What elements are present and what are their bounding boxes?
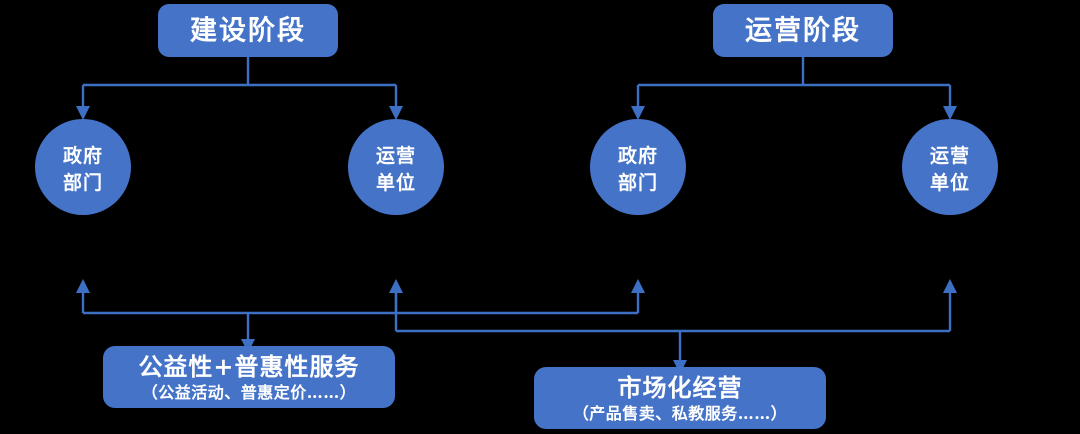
- outcome-box-public-welfare-shape: [103, 346, 395, 408]
- arrowhead-public-welfare-to-operation-government: [631, 279, 645, 293]
- outcome-box-market-operation-shape: [534, 367, 826, 429]
- connector-construction-split: [76, 57, 403, 120]
- phase-box-operation-label: 运营阶段: [745, 16, 861, 47]
- actor-operation-operator-shape: [902, 119, 998, 215]
- actor-construction-operator[interactable]: 运营 单位: [348, 119, 444, 215]
- phase-box-construction[interactable]: 建设阶段: [158, 4, 338, 57]
- arrowhead-public-welfare-to-construction-operator: [389, 279, 403, 293]
- connector-operation-split-line: [636, 57, 952, 108]
- actor-construction-government-shape: [35, 119, 131, 215]
- actor-operation-government-label-line1: 政府: [618, 144, 658, 167]
- actor-operation-government-label-line2: 部门: [618, 171, 658, 194]
- arrowhead-to-operation-operator: [943, 106, 957, 120]
- phase-box-operation-shape: [713, 4, 893, 57]
- actor-operation-government-shape: [590, 119, 686, 215]
- actor-construction-operator-label-line2: 单位: [376, 171, 416, 194]
- phase-group-construction: 建设阶段 政府 部门 运营 单位: [35, 4, 444, 215]
- actor-operation-operator-label-line1: 运营: [930, 144, 970, 167]
- actor-construction-government-label-line1: 政府: [63, 144, 103, 167]
- outcome-box-market-operation-title: 市场化经营: [618, 373, 743, 402]
- outcome-box-public-welfare-subtitle: （公益活动、普惠定价……）: [142, 383, 357, 402]
- connector-market-operation-bus: [394, 279, 957, 374]
- phase-group-operation: 运营阶段 政府 部门 运营 单位: [590, 4, 998, 215]
- outcome-box-market-operation[interactable]: 市场化经营 （产品售卖、私教服务……）: [534, 367, 826, 429]
- actor-construction-operator-label-line1: 运营: [376, 144, 416, 167]
- arrowhead-to-operation-government: [631, 106, 645, 120]
- arrowhead-to-construction-government: [76, 106, 90, 120]
- actor-operation-government[interactable]: 政府 部门: [590, 119, 686, 215]
- connector-public-welfare-bus-line: [81, 291, 640, 341]
- outcome-box-public-welfare-title: 公益性+普惠性服务: [138, 352, 359, 381]
- actor-operation-operator-label-line2: 单位: [930, 171, 970, 194]
- actor-operation-operator[interactable]: 运营 单位: [902, 119, 998, 215]
- outcome-box-public-welfare[interactable]: 公益性+普惠性服务 （公益活动、普惠定价……）: [103, 346, 395, 408]
- phase-box-operation[interactable]: 运营阶段: [713, 4, 893, 57]
- actor-construction-government[interactable]: 政府 部门: [35, 119, 131, 215]
- arrowhead-market-operation-to-operation-operator: [943, 279, 957, 293]
- phase-box-construction-shape: [158, 4, 338, 57]
- connector-market-operation-bus-line: [394, 291, 952, 362]
- actor-construction-government-label-line2: 部门: [63, 171, 103, 194]
- connector-construction-split-line: [81, 57, 398, 108]
- outcome-box-market-operation-subtitle: （产品售卖、私教服务……）: [573, 404, 788, 423]
- actor-construction-operator-shape: [348, 119, 444, 215]
- connector-public-welfare-bus: [76, 279, 645, 353]
- connector-operation-split: [631, 57, 957, 120]
- arrowhead-to-construction-operator: [389, 106, 403, 120]
- phase-box-construction-label: 建设阶段: [190, 16, 306, 47]
- arrowhead-public-welfare-to-construction-government: [76, 279, 90, 293]
